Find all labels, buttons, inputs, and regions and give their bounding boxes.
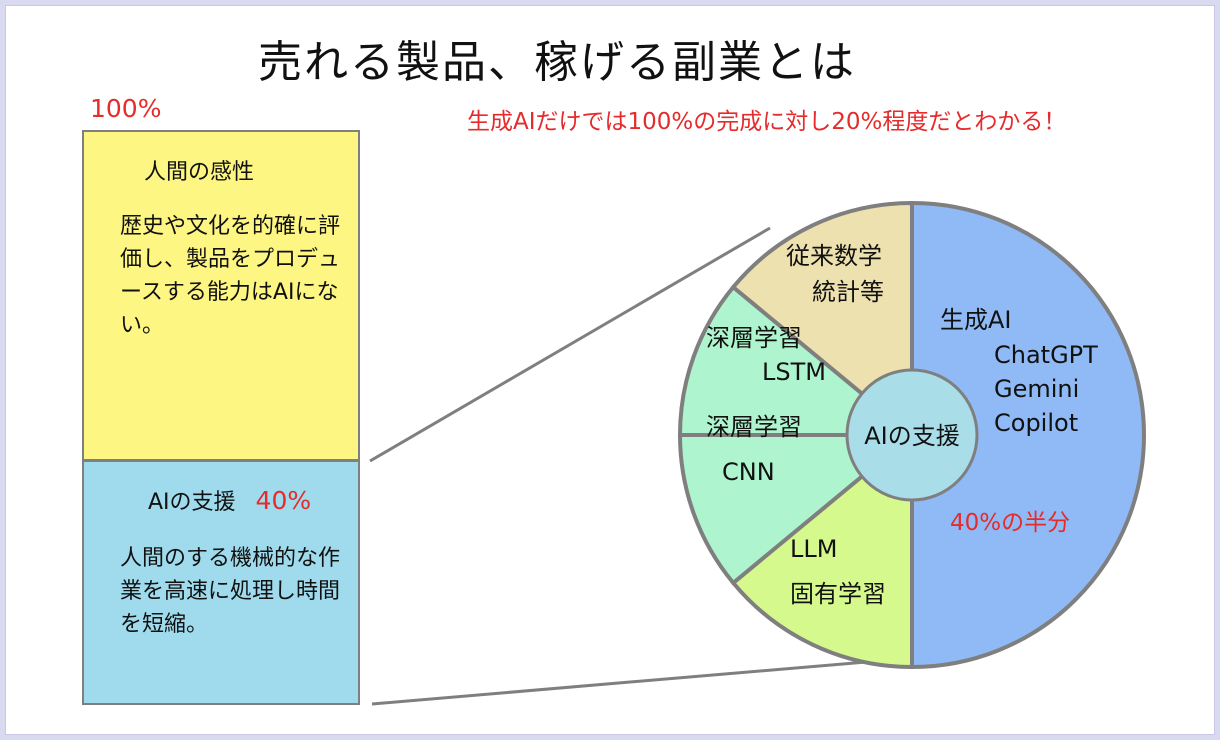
human-sense-heading: 人間の感性 xyxy=(144,160,255,185)
pie-center-label: AIの支援 xyxy=(864,422,960,450)
total-percent-label: 100% xyxy=(90,94,162,123)
ai-support-box: AIの支援 40% 人間のする機械的な作業を高速に処理し時間を短縮。 xyxy=(82,460,360,705)
pie-slice-3-label-0: 深層学習 xyxy=(706,324,802,352)
page-title: 売れる製品、稼げる副業とは xyxy=(258,37,856,88)
slice-annotation: 40%の半分 xyxy=(950,510,1070,536)
pie-slice-4-label-1: 統計等 xyxy=(812,278,884,306)
zoom-connector-top xyxy=(369,226,771,463)
human-sense-box: 人間の感性 歴史や文化を的確に評価し、製品をプロデュースする能力はAIにない。 xyxy=(82,130,360,461)
ai-support-body: 人間のする機械的な作業を高速に処理し時間を短縮。 xyxy=(120,546,341,637)
pie-slice-4 xyxy=(730,200,914,440)
pie-center xyxy=(845,368,979,502)
ai-support-percent: 40% xyxy=(255,486,312,515)
pie-slice-0-label-0: 生成AI xyxy=(940,306,1012,334)
pie-slice-1 xyxy=(730,430,914,670)
ai-support-heading-row: AIの支援 40% xyxy=(148,484,311,516)
pie-slice-1-label-0: LLM xyxy=(790,535,837,563)
pie-slice-2-label-0: 深層学習 xyxy=(706,413,802,441)
pie-slice-4-label-0: 従来数学 xyxy=(786,242,882,270)
pie-slice-3 xyxy=(677,284,918,437)
pie-slice-3-label-1: LSTM xyxy=(762,358,826,386)
pie-slice-2-label-1: CNN xyxy=(722,458,775,486)
pie-slice-0-label-1: ChatGPT xyxy=(994,341,1098,369)
note-text: 生成AIだけでは100%の完成に対し20%程度だとわかる！ xyxy=(467,109,1067,135)
pie-slice-2 xyxy=(677,433,918,586)
pie-slice-1-label-1: 固有学習 xyxy=(790,580,886,608)
pie-slice-0 xyxy=(910,200,1146,670)
zoom-connector-bottom xyxy=(371,656,914,706)
ai-support-heading: AIの支援 xyxy=(148,490,236,515)
pie-slice-0-label-2: Gemini xyxy=(994,375,1079,403)
human-sense-body: 歴史や文化を的確に評価し、製品をプロデュースする能力はAIにない。 xyxy=(120,214,341,338)
pie-slice-0-label-3: Copilot xyxy=(994,409,1078,437)
